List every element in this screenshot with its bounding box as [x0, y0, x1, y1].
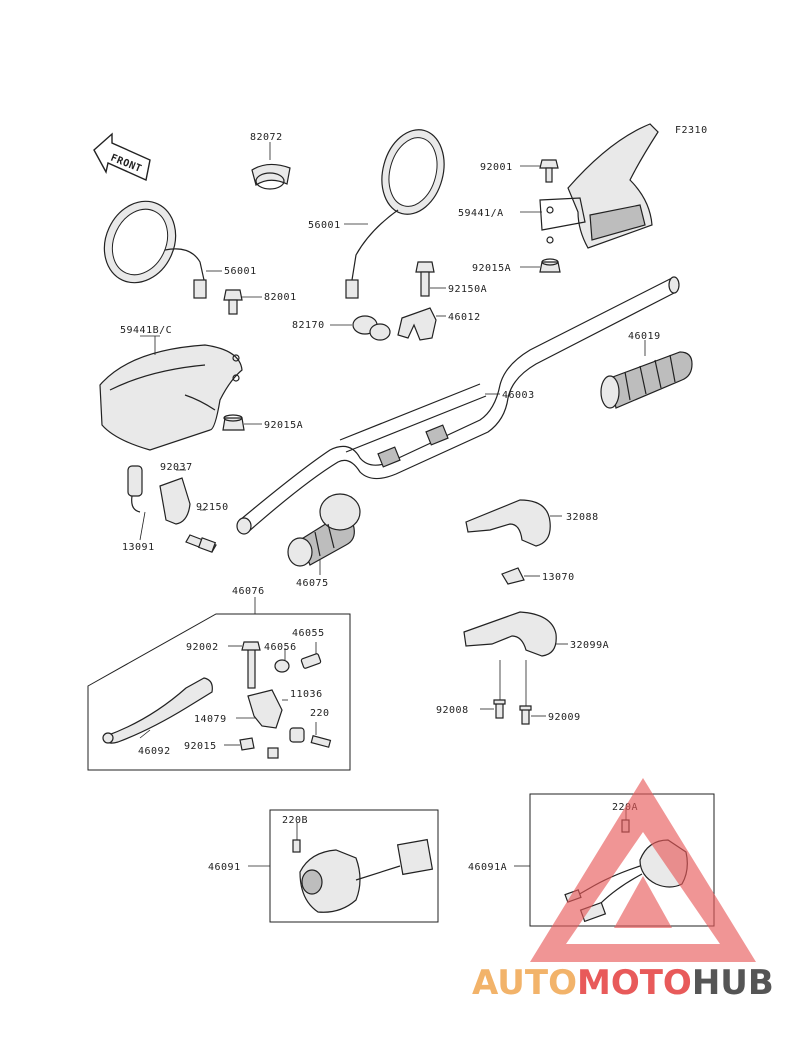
label-220: 220	[310, 708, 330, 719]
label-82072: 82072	[250, 132, 283, 143]
part-labels: 82072 56001 56001 92001 59441/A 92015A 9…	[120, 132, 661, 873]
handlebar-46003	[236, 276, 680, 535]
label-59441b-c: 59441B/C	[120, 325, 172, 336]
label-92037: 92037	[160, 462, 193, 473]
label-92015a-top: 92015A	[472, 263, 511, 274]
label-32088: 32088	[566, 512, 599, 523]
label-92150: 92150	[196, 502, 229, 513]
grip-46019	[600, 340, 693, 409]
label-46076: 46076	[232, 586, 265, 597]
left-handguard	[99, 335, 243, 451]
part-32099a-holder	[463, 611, 568, 725]
label-82001: 82001	[264, 292, 297, 303]
label-46019: 46019	[628, 331, 661, 342]
front-arrow-icon: FRONT	[93, 132, 151, 181]
label-92015: 92015	[184, 741, 217, 752]
watermark-moto: MOTO	[577, 963, 692, 1003]
figure-code: F2310	[675, 125, 708, 136]
label-92009: 92009	[548, 712, 581, 723]
label-46055: 46055	[292, 628, 325, 639]
left-mirror	[103, 200, 222, 299]
part-92001-bolt	[520, 159, 559, 183]
part-82072-clip	[251, 142, 291, 190]
lever-assembly-46076	[87, 597, 351, 771]
part-13070	[501, 567, 540, 585]
clamp-assembly-left	[127, 465, 217, 553]
label-220b: 220B	[282, 815, 308, 826]
label-92001: 92001	[480, 162, 513, 173]
label-46056: 46056	[264, 642, 297, 653]
part-32088-holder	[465, 499, 562, 547]
watermark-logo	[530, 778, 756, 962]
grip-46075	[287, 493, 361, 575]
part-92015a-nut-top	[520, 258, 561, 273]
label-92015a-left: 92015A	[264, 420, 303, 431]
label-56001-right: 56001	[308, 220, 341, 231]
part-46012-holder	[397, 307, 446, 341]
label-92002: 92002	[186, 642, 219, 653]
label-59441-a: 59441/A	[458, 208, 504, 219]
watermark-hub: HUB	[692, 963, 774, 1003]
label-46003: 46003	[502, 390, 535, 401]
label-46091a: 46091A	[468, 862, 507, 873]
part-92015a-nut-left	[222, 414, 262, 431]
part-82001-bolt	[223, 289, 262, 315]
label-14079: 14079	[194, 714, 227, 725]
label-220a: 220A	[612, 802, 638, 813]
label-46091: 46091	[208, 862, 241, 873]
label-11036: 11036	[290, 689, 323, 700]
label-82170: 82170	[292, 320, 325, 331]
watermark-auto: AUTO	[472, 963, 577, 1003]
label-32099a: 32099A	[570, 640, 609, 651]
label-92150a: 92150A	[448, 284, 487, 295]
label-13091: 13091	[122, 542, 155, 553]
right-handguard	[520, 123, 659, 249]
part-92150a-bolt	[415, 261, 446, 297]
label-46012: 46012	[448, 312, 481, 323]
label-46075: 46075	[296, 578, 329, 589]
part-82170-clamp	[330, 315, 391, 341]
label-56001-left: 56001	[224, 266, 257, 277]
label-46092: 46092	[138, 746, 171, 757]
label-92008: 92008	[436, 705, 469, 716]
watermark-text: AUTOMOTOHUB	[472, 963, 774, 1003]
switch-46091	[248, 809, 439, 923]
right-mirror	[344, 129, 445, 299]
label-13070: 13070	[542, 572, 575, 583]
